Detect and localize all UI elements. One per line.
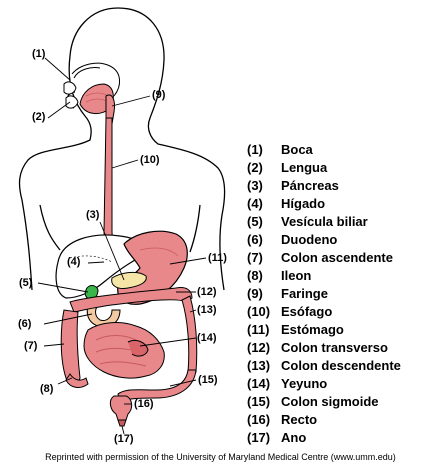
legend-label: Ileon bbox=[281, 268, 312, 283]
legend-label: Colon ascendente bbox=[281, 250, 393, 265]
legend-number: (15) bbox=[247, 394, 271, 409]
legend-item: (10) Esófago bbox=[247, 304, 332, 320]
legend-number: (6) bbox=[247, 232, 263, 247]
legend-label: Recto bbox=[281, 412, 318, 427]
legend-number: (2) bbox=[247, 160, 263, 175]
ileum-end bbox=[65, 373, 89, 388]
tongue bbox=[79, 83, 114, 114]
legend-label: Ano bbox=[281, 430, 307, 445]
callout-2: (2) bbox=[32, 111, 46, 123]
legend-item: (4) Hígado bbox=[247, 196, 325, 212]
legend-number: (9) bbox=[247, 286, 263, 301]
stomach-fold bbox=[139, 247, 179, 257]
legend-number: (1) bbox=[247, 142, 263, 157]
legend-item: (6) Duodeno bbox=[247, 232, 337, 248]
legend-number: (11) bbox=[247, 322, 270, 337]
legend-label: Lengua bbox=[281, 160, 328, 175]
legend-number: (13) bbox=[247, 358, 271, 373]
callout-7: (7) bbox=[24, 340, 38, 352]
callout-6: (6) bbox=[18, 318, 32, 330]
legend-item: (11) Estómago bbox=[247, 322, 344, 338]
descending-colon bbox=[181, 295, 198, 373]
pancreas bbox=[111, 271, 147, 289]
legend-label: Colon descendente bbox=[281, 358, 401, 373]
anus bbox=[117, 419, 127, 427]
legend-number: (17) bbox=[247, 430, 271, 445]
legend-label: Vesícula biliar bbox=[281, 214, 368, 229]
legend-number: (5) bbox=[247, 214, 263, 229]
body-outline bbox=[18, 7, 226, 291]
legend-label: Hígado bbox=[281, 196, 326, 211]
esophagus bbox=[103, 117, 125, 253]
callout-13: (13) bbox=[197, 304, 217, 316]
legend-label: Yeyuno bbox=[281, 376, 328, 391]
legend-label: Duodeno bbox=[281, 232, 338, 247]
legend-item: (2) Lengua bbox=[247, 160, 327, 176]
callout-5: (5) bbox=[19, 277, 33, 289]
callout-15: (15) bbox=[198, 374, 218, 386]
legend-item: (5) Vesícula biliar bbox=[247, 214, 368, 230]
callout-11: (11) bbox=[208, 252, 227, 264]
legend-label: Faringe bbox=[281, 286, 328, 301]
legend-item: (9) Faringe bbox=[247, 286, 328, 302]
legend-item: (3) Páncreas bbox=[247, 178, 339, 194]
callout-17: (17) bbox=[114, 433, 134, 445]
legend-number: (8) bbox=[247, 268, 263, 283]
legend-label: Estómago bbox=[281, 322, 344, 337]
legend-item: (13) Colon descendente bbox=[247, 358, 401, 374]
legend-number: (10) bbox=[247, 304, 271, 319]
callout-3: (3) bbox=[86, 209, 100, 221]
rectum bbox=[109, 395, 133, 421]
legend-number: (4) bbox=[247, 196, 263, 211]
legend-item: (14) Yeyuno bbox=[247, 376, 327, 392]
legend-item: (1) Boca bbox=[247, 142, 313, 158]
legend-item: (7) Colon ascendente bbox=[247, 250, 393, 266]
callout-12: (12) bbox=[197, 286, 217, 298]
small-intestine bbox=[83, 322, 165, 379]
legend-label: Páncreas bbox=[281, 178, 339, 193]
transverse-colon bbox=[69, 287, 193, 313]
ascending-colon bbox=[60, 309, 81, 385]
legend-number: (14) bbox=[247, 376, 271, 391]
callout-16: (16) bbox=[134, 398, 154, 410]
mouth bbox=[63, 62, 120, 109]
callout-8: (8) bbox=[40, 383, 54, 395]
legend-number: (7) bbox=[247, 250, 263, 265]
legend-number: (16) bbox=[247, 412, 271, 427]
legend-label: Esófago bbox=[281, 304, 333, 319]
liver bbox=[55, 234, 147, 299]
legend-number: (12) bbox=[247, 340, 271, 355]
callout-9: (9) bbox=[152, 89, 166, 101]
callout-14: (14) bbox=[197, 332, 217, 344]
legend-label: Colon transverso bbox=[281, 340, 388, 355]
legend-item: (17) Ano bbox=[247, 430, 306, 446]
legend-item: (15) Colon sigmoide bbox=[247, 394, 379, 410]
legend-item: (16) Recto bbox=[247, 412, 317, 428]
callout-10: (10) bbox=[140, 154, 160, 166]
leader-lines bbox=[37, 57, 207, 435]
legend-number: (3) bbox=[247, 178, 263, 193]
legend-item: (12) Colon transverso bbox=[247, 340, 388, 356]
callout-4: (4) bbox=[67, 256, 81, 268]
legend-item: (8) Ileon bbox=[247, 268, 311, 284]
callout-1: (1) bbox=[32, 48, 46, 60]
credit-line: Reprinted with permission of the Univers… bbox=[45, 452, 396, 462]
callout-labels: (1) (2) (9) (10) (3) (4) (11) (5) (12) (… bbox=[18, 48, 227, 445]
legend-label: Colon sigmoide bbox=[281, 394, 379, 409]
legend-label: Boca bbox=[281, 142, 313, 157]
